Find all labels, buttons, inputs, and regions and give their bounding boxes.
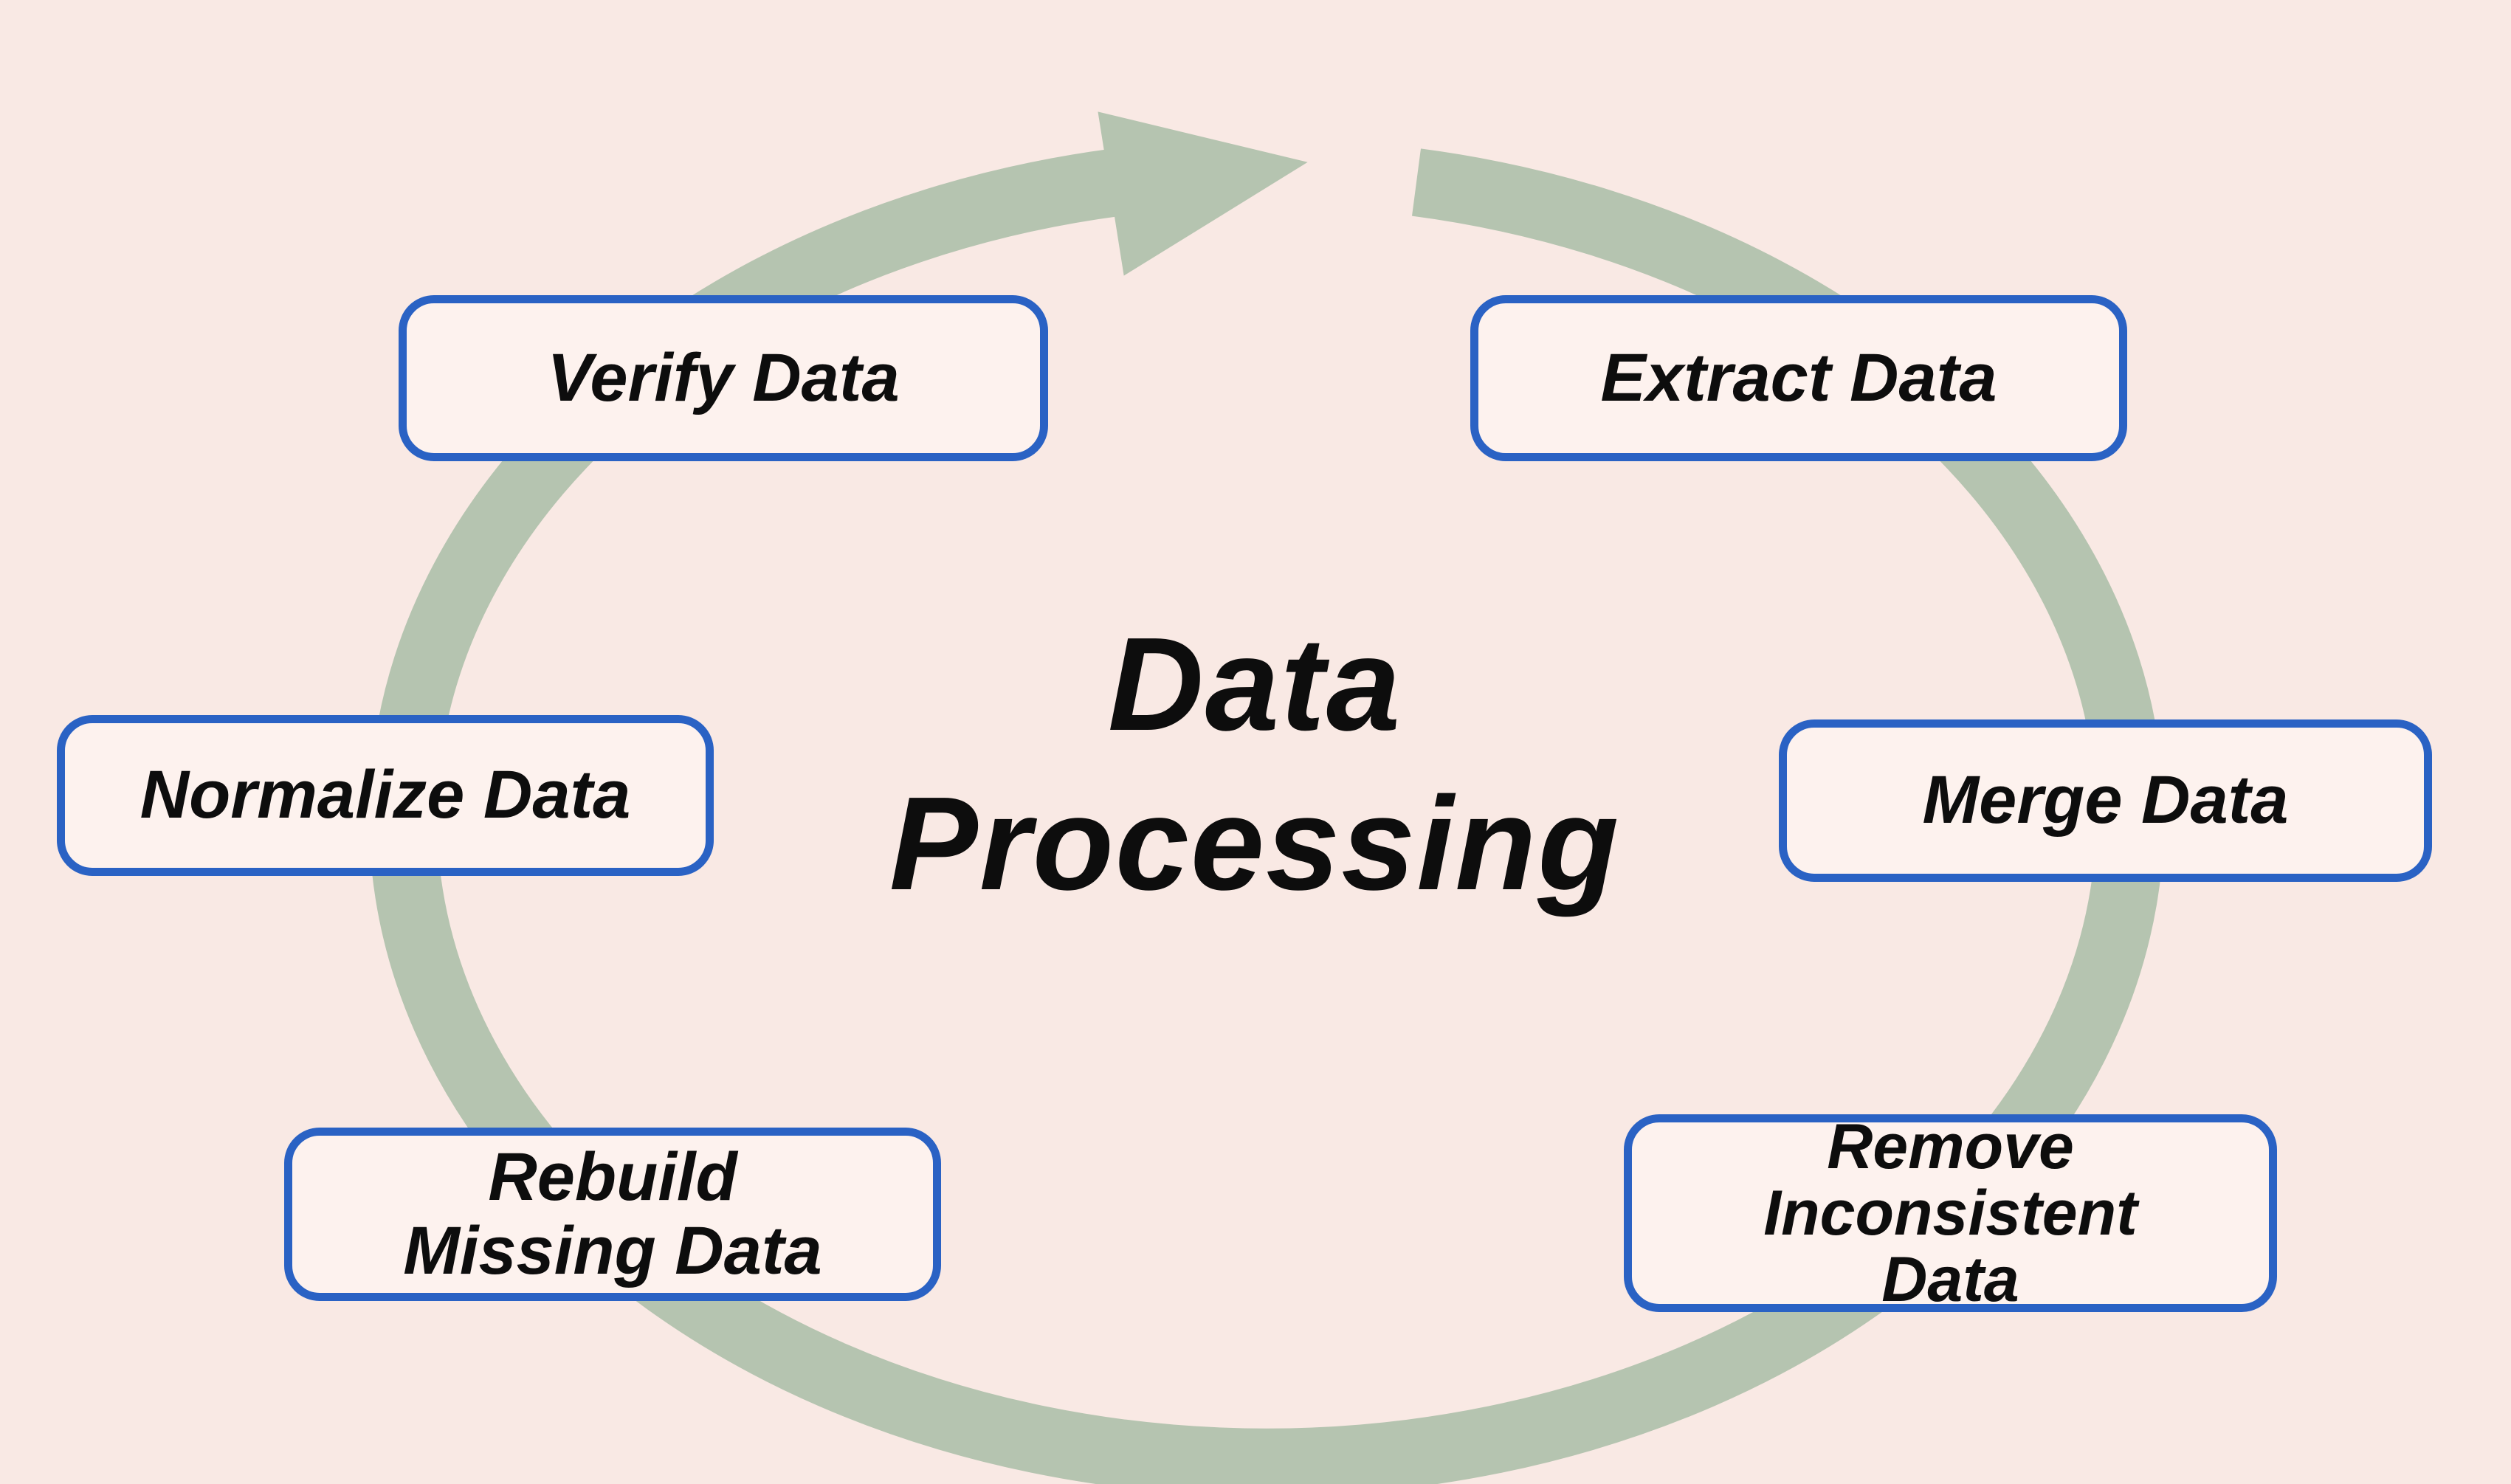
node-verify-data-label: Verify Data — [547, 339, 900, 415]
node-extract-data-label: Extract Data — [1600, 339, 1997, 415]
node-extract-data: Extract Data — [1470, 295, 2127, 461]
cycle-arrow-arc — [369, 148, 2164, 1484]
node-rebuild-missing-data: Rebuild Missing Data — [284, 1128, 941, 1301]
node-rebuild-missing-data-label: Rebuild Missing Data — [403, 1139, 822, 1288]
node-normalize-data: Normalize Data — [57, 715, 714, 876]
node-normalize-data-label: Normalize Data — [140, 757, 631, 833]
node-remove-inconsistent-data-label: Remove Inconsistent Data — [1763, 1111, 2138, 1316]
node-merge-data-label: Merge Data — [1922, 762, 2289, 838]
node-merge-data: Merge Data — [1779, 719, 2432, 882]
cycle-arrowhead-icon — [1098, 111, 1308, 276]
diagram-title-line-1: Data — [1107, 610, 1402, 759]
node-remove-inconsistent-data: Remove Inconsistent Data — [1624, 1111, 2277, 1316]
diagram-title-line-2: Processing — [889, 770, 1621, 918]
node-verify-data: Verify Data — [399, 295, 1048, 461]
diagram-title: Data Processing — [889, 605, 1620, 924]
